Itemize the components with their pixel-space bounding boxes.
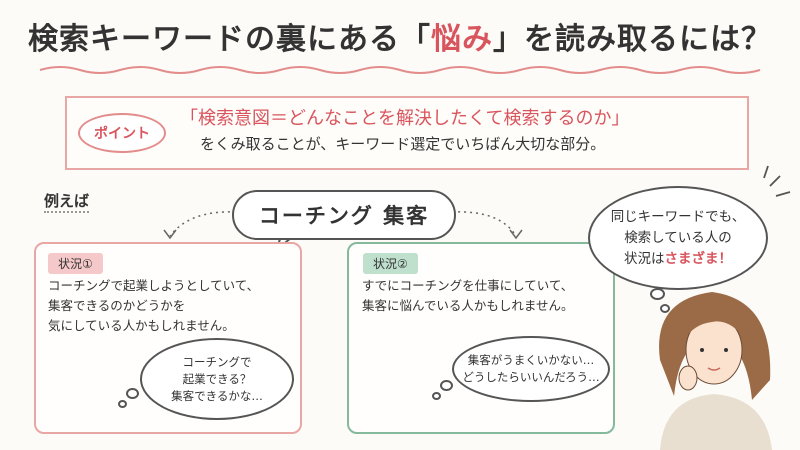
thought-2-line-1: 集客がうまくいかない… (467, 353, 595, 367)
thought-dot (118, 400, 127, 408)
summary-cloud: 同じキーワードでも、 検索している人の 状況はさまざま！ (588, 186, 768, 290)
thought-dot (440, 380, 453, 391)
page-title: 検索キーワードの裏にある「悩み」を読み取るには？ (0, 14, 800, 58)
thought-1-line-3: 集客できるかな… (171, 388, 263, 403)
case-card-2 (347, 242, 615, 434)
thought-2-line-2: どうしたらいいんだろう… (462, 370, 600, 384)
title-part-1: 検索キーワードの裏にある「 (28, 22, 431, 57)
title-part-2: 」を読み取るには？ (493, 22, 772, 57)
arrow-left (169, 211, 237, 237)
arrow-right (451, 211, 517, 237)
summary-line-1: 同じキーワードでも、 (610, 208, 746, 225)
case-1-line-2: 集客できるのかどうかを (48, 298, 186, 313)
case-1-line-3: 気にしている人かもしれません。 (48, 318, 235, 333)
point-box (65, 96, 749, 170)
case-2-line-2: 集客に悩んでいる人かもしれません。 (362, 298, 574, 313)
point-line-2: をくみ取ることが、キーワード選定でいちばん大切な部分。 (200, 135, 606, 153)
thought-dot (432, 392, 441, 400)
point-line-1: 「検索意図＝どんなことを解決したくて検索するのか」 (180, 108, 630, 129)
thought-dot (126, 388, 139, 399)
case-2-line-1: すでにコーチングを仕事にしていて、 (362, 278, 574, 293)
thought-bubble-2: 集客がうまくいかない… どうしたらいいんだろう… (452, 336, 610, 402)
summary-line-3: 状況はさまざま！ (624, 249, 732, 270)
summary-highlight: さまざま！ (664, 250, 733, 267)
point-badge: ポイント (78, 113, 166, 153)
thought-dot (650, 288, 665, 300)
case-tag-2: 状況② (363, 253, 418, 274)
case-tag-1: 状況① (48, 253, 103, 274)
summary-line-3-text: 状況は (624, 250, 665, 267)
thought-1-line-1: コーチングで (182, 354, 252, 369)
title-underline (39, 66, 761, 74)
example-label: 例えば (44, 190, 90, 213)
case-text-2: すでにコーチングを仕事にしていて、 集客に悩んでいる人かもしれません。 (362, 276, 574, 316)
case-text-1: コーチングで起業しようとしていて、 集客できるのかどうかを 気にしている人かもし… (48, 276, 259, 336)
woman-c-illustration (659, 292, 772, 450)
keyword-bubble: コーチング 集客 (232, 190, 456, 240)
thought-1-line-2: 起業できる？ (182, 371, 252, 386)
title-highlight: 悩み (431, 22, 493, 57)
summary-line-2: 検索している人の (624, 229, 732, 246)
case-1-line-1: コーチングで起業しようとしていて、 (48, 278, 260, 293)
thought-bubble-1: コーチングで 起業できる？ 集客できるかな… (140, 338, 294, 420)
thought-dot (660, 304, 670, 313)
